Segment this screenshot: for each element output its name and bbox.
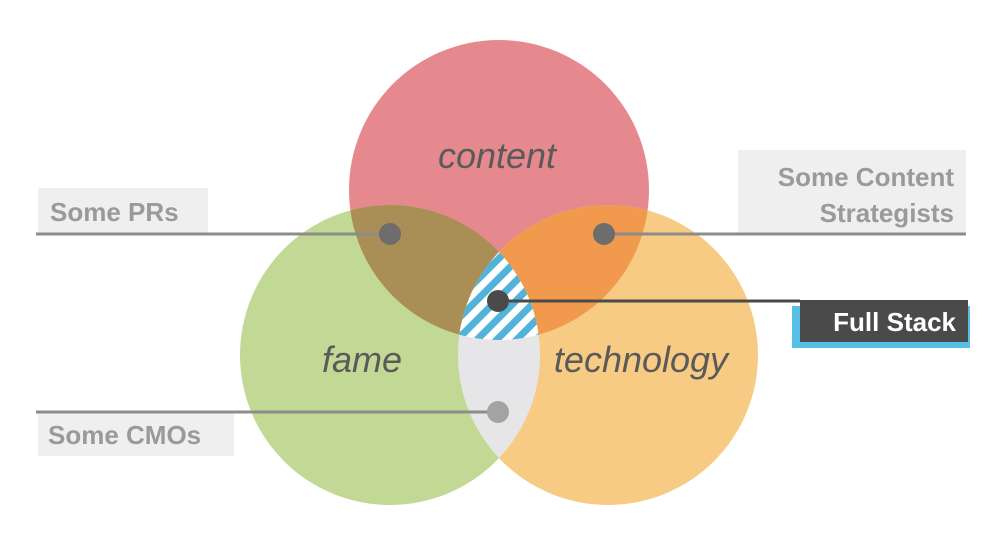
callout-content-strategists-dot: [593, 223, 615, 245]
callout-full-stack-box: [800, 300, 968, 342]
fame-label: fame: [322, 339, 402, 380]
callout-some-cmos-box: [38, 412, 234, 456]
callout-some-prs-box: [38, 188, 208, 234]
content-technology-overlap: [458, 205, 649, 340]
callout-some-content-strategists: Some Content Strategists: [593, 150, 966, 245]
content-fame-overlap: [349, 205, 540, 340]
technology-label: technology: [554, 339, 730, 380]
callout-some-prs: Some PRs: [36, 188, 401, 245]
callout-some-cmos-dot: [487, 401, 509, 423]
callout-content-strategists-line1: Some Content: [778, 162, 955, 192]
callout-content-strategists-box: [738, 150, 966, 234]
callout-full-stack: Full Stack: [487, 290, 970, 348]
callout-some-prs-text: Some PRs: [50, 197, 179, 227]
callout-some-cmos-text: Some CMOs: [48, 420, 201, 450]
callout-full-stack-text: Full Stack: [833, 307, 956, 337]
callout-some-prs-dot: [379, 223, 401, 245]
content-label: content: [438, 135, 558, 176]
callout-some-cmos: Some CMOs: [36, 401, 509, 456]
callout-content-strategists-line2: Strategists: [820, 198, 954, 228]
callout-full-stack-dot: [487, 290, 509, 312]
